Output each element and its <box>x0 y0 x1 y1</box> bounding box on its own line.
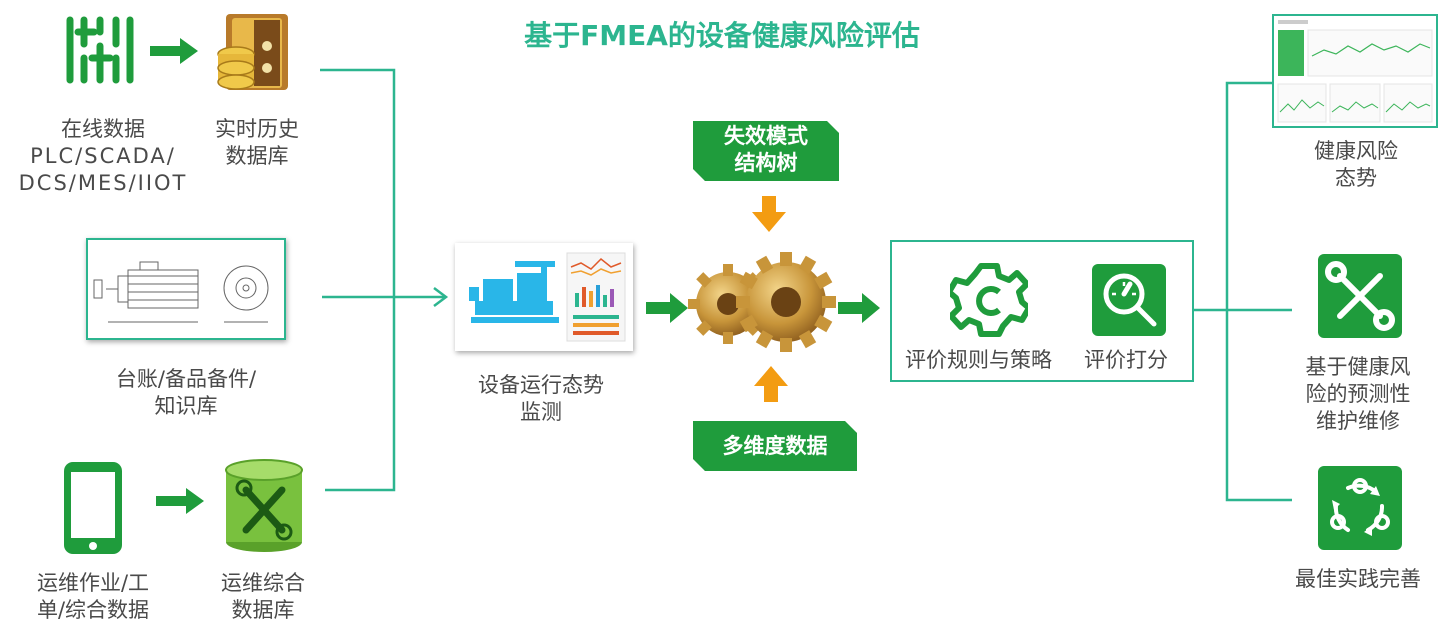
equipment-drawing-card <box>86 238 286 340</box>
diagram-title: 基于FMEA的设备健康风险评估 <box>524 19 920 52</box>
arrow-right-icon <box>838 293 880 323</box>
gear-rules-icon <box>950 262 1028 338</box>
rules-strategy-label: 评价规则与策略 <box>905 348 1052 372</box>
fmea-tree-box: 失效模式 结构树 <box>693 121 839 181</box>
predictive-maintenance-label: 基于健康风 险的预测性 维护维修 <box>1305 355 1411 433</box>
arrow-up-icon <box>754 366 788 402</box>
monitoring-screen-card <box>455 243 633 351</box>
scoring-label: 评价打分 <box>1084 348 1168 372</box>
gears-icon <box>688 246 836 356</box>
database-server-icon <box>212 10 298 96</box>
health-risk-label: 健康风险 态势 <box>1314 139 1398 190</box>
online-data-label: 在线数据 PLC/SCADA/ DCS/MES/IIOT <box>18 117 188 195</box>
maintenance-database-icon <box>222 458 306 554</box>
ledger-label: 台账/备品备件/ 知识库 <box>115 367 257 418</box>
mobile-phone-icon <box>62 460 124 556</box>
historian-label: 实时历史 数据库 <box>215 117 299 168</box>
multi-dimension-data-box: 多维度数据 <box>693 421 857 471</box>
ops-data-label: 运维作业/工 单/综合数据 <box>36 571 150 622</box>
cycle-people-icon <box>1318 466 1402 550</box>
ops-database-label: 运维综合 数据库 <box>221 571 305 622</box>
health-dashboard-thumbnail <box>1272 14 1438 128</box>
monitor-label: 设备运行态势 监测 <box>478 373 604 424</box>
plc-device-icon <box>64 14 136 86</box>
arrow-right-icon <box>150 38 198 64</box>
arrow-right-icon <box>646 293 688 323</box>
wrench-tools-icon <box>1318 254 1402 338</box>
arrow-right-icon <box>156 488 204 514</box>
arrow-down-icon <box>752 196 786 232</box>
best-practice-label: 最佳实践完善 <box>1295 567 1421 591</box>
score-magnifier-icon <box>1092 264 1166 336</box>
